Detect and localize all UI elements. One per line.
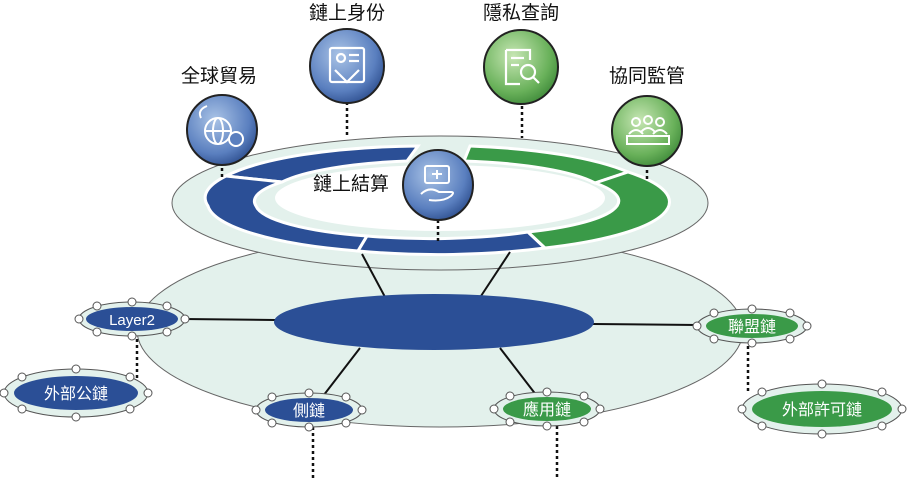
label-external-permissioned-chain: 外部許可鏈 [782, 400, 862, 419]
label-layer2: Layer2 [109, 312, 155, 329]
people-group-icon [611, 95, 683, 167]
central-hub [274, 294, 594, 350]
chain-side[interactable]: 側鏈 [251, 388, 367, 432]
chain-external-public[interactable]: 外部公鏈 [0, 364, 153, 422]
service-onchain-identity[interactable]: 鏈上身份 [309, 2, 385, 104]
label-global-trade: 全球貿易 [181, 65, 257, 87]
service-privacy-query[interactable]: 隱私查詢 [483, 2, 559, 105]
label-consortium-chain: 聯盟鏈 [728, 317, 776, 336]
service-global-trade[interactable]: 全球貿易 [181, 65, 258, 166]
label-side-chain: 側鏈 [293, 401, 325, 420]
label-collab-supervision: 協同監管 [609, 65, 685, 87]
document-search-icon [483, 29, 559, 105]
chain-layer2[interactable]: Layer2 [74, 297, 190, 341]
chain-application[interactable]: 應用鏈 [489, 387, 605, 431]
chain-external-permissioned[interactable]: 外部許可鏈 [737, 379, 907, 439]
label-external-public-chain: 外部公鏈 [44, 384, 108, 403]
label-privacy-query: 隱私查詢 [483, 2, 559, 24]
label-application-chain: 應用鏈 [523, 400, 571, 419]
label-onchain-identity: 鏈上身份 [309, 2, 385, 24]
hand-card-icon [402, 149, 474, 221]
ring-segment-green-right [524, 170, 671, 250]
label-onchain-settlement: 鏈上結算 [313, 173, 389, 195]
chain-consortium[interactable]: 聯盟鏈 [692, 304, 812, 348]
id-card-icon [309, 28, 385, 104]
service-collab-supervision[interactable]: 協同監管 [609, 65, 685, 167]
service-onchain-settlement[interactable]: 鏈上結算 [313, 149, 474, 221]
